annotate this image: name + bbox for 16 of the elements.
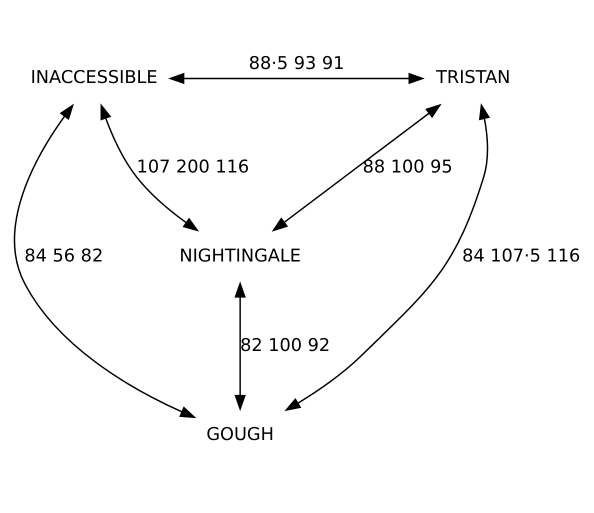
arrow	[284, 102, 490, 411]
node-text: INACCESSIBLE	[30, 68, 158, 88]
arrow	[234, 280, 246, 411]
edge-label: 88·5 93 91	[248, 54, 344, 74]
arrow	[272, 103, 442, 232]
arrow	[14, 103, 196, 418]
arrow	[100, 102, 200, 232]
edge-label: 84 107·5 116	[462, 246, 580, 266]
edge-label: 88 100 95	[362, 156, 453, 177]
node-text: NIGHTINGALE	[179, 246, 301, 266]
node-text: GOUGH	[206, 424, 274, 445]
edge-label: 82 100 92	[240, 335, 330, 356]
arrow	[168, 72, 425, 84]
edge-label: 107 200 116	[136, 156, 250, 177]
node-text: TRISTAN	[436, 68, 510, 88]
edge-label: 84 56 82	[24, 246, 104, 266]
